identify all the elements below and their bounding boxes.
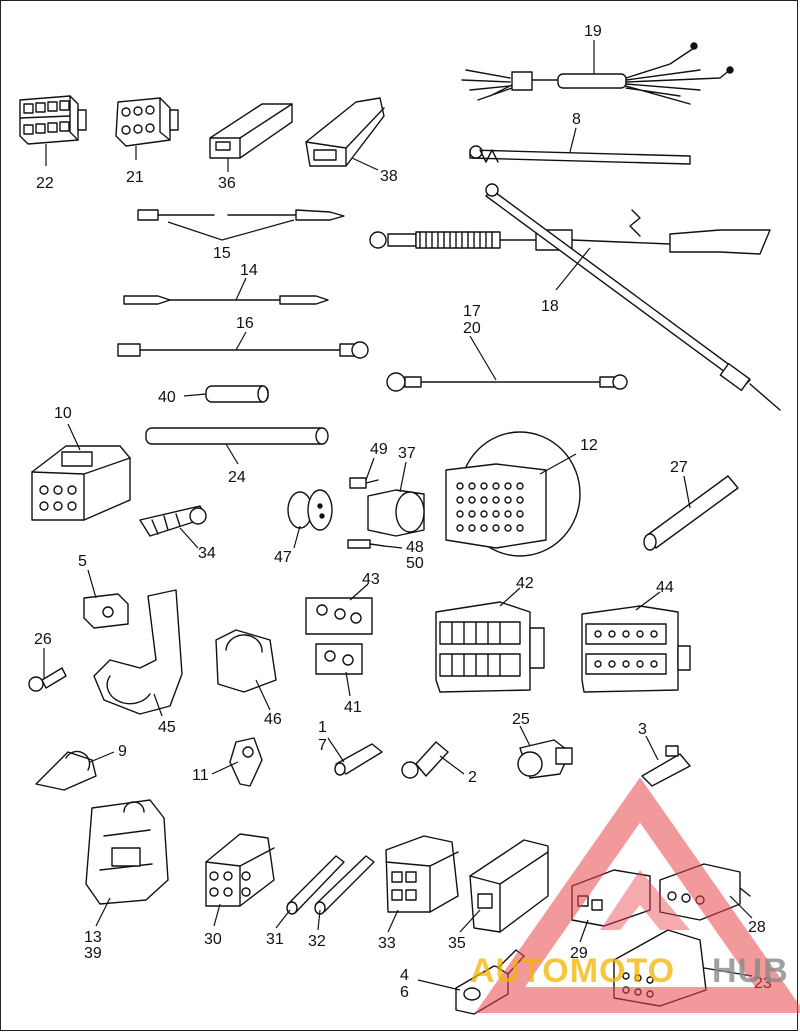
part-11-clip <box>229 737 263 787</box>
label-44: 44 <box>656 579 674 596</box>
label-41: 41 <box>344 699 362 716</box>
part-17-20-wire <box>386 372 628 392</box>
part-16-wire <box>117 341 369 359</box>
watermark-brand-right: HUB <box>712 952 789 990</box>
part-1-7-terminal <box>334 743 383 776</box>
label-7: 7 <box>318 737 327 754</box>
part-37-plug <box>367 489 425 537</box>
label-1: 1 <box>318 719 327 736</box>
part-36-housing <box>209 103 293 159</box>
watermark-triangle <box>475 777 800 1013</box>
part-38-housing <box>305 97 385 167</box>
part-34-terminal <box>139 505 207 537</box>
label-24: 24 <box>228 469 246 486</box>
label-25: 25 <box>512 711 530 728</box>
label-36: 36 <box>218 175 236 192</box>
leader-lines <box>43 40 753 991</box>
label-20: 20 <box>463 320 481 337</box>
part-30-connector <box>205 833 275 907</box>
part-40-sleeve <box>205 385 269 403</box>
part-47-terminal <box>287 489 333 531</box>
part-22-connector <box>19 95 87 145</box>
part-24-tube <box>145 427 329 445</box>
label-50: 50 <box>406 555 424 572</box>
part-41-plate <box>315 643 363 675</box>
part-49-terminal <box>349 477 379 489</box>
part-5-clamp <box>83 593 129 629</box>
label-6: 6 <box>400 984 409 1001</box>
label-9: 9 <box>118 743 127 760</box>
part-46-clip <box>215 629 277 693</box>
part-9-clip <box>35 750 97 791</box>
part-3-terminal <box>641 745 691 787</box>
label-14: 14 <box>240 262 258 279</box>
label-12: 12 <box>580 437 598 454</box>
label-38: 38 <box>380 168 398 185</box>
label-46: 46 <box>264 711 282 728</box>
label-35: 35 <box>448 935 466 952</box>
part-19-harness <box>461 42 734 105</box>
part-15-wire <box>137 209 345 221</box>
part-45-boot <box>93 589 183 715</box>
part-43-plate <box>305 597 373 635</box>
label-10: 10 <box>54 405 72 422</box>
label-19: 19 <box>584 23 602 40</box>
part-33-connector <box>385 835 459 913</box>
label-29: 29 <box>570 945 588 962</box>
label-16: 16 <box>236 315 254 332</box>
part-48-50-terminal <box>347 539 385 549</box>
part-32-terminal <box>314 855 375 915</box>
label-47: 47 <box>274 549 292 566</box>
part-25-elbow <box>517 739 573 779</box>
part-21-connector <box>115 97 179 147</box>
label-32: 32 <box>308 933 326 950</box>
part-13-39-bracket <box>85 799 169 905</box>
label-18: 18 <box>541 298 559 315</box>
label-5: 5 <box>78 553 87 570</box>
label-2: 2 <box>468 769 477 786</box>
label-37: 37 <box>398 445 416 462</box>
label-22: 22 <box>36 175 54 192</box>
label-21: 21 <box>126 169 144 186</box>
label-4: 4 <box>400 967 409 984</box>
part-2-ring-terminal <box>401 741 449 779</box>
watermark-mountain-icon <box>600 870 690 930</box>
label-8: 8 <box>572 111 581 128</box>
part-42-connector <box>435 601 545 693</box>
label-26: 26 <box>34 631 52 648</box>
label-40: 40 <box>158 389 176 406</box>
part-27-fuse <box>643 475 739 551</box>
part-labels: 22 21 36 38 19 8 15 14 18 16 17 20 40 10… <box>34 23 772 1001</box>
label-43: 43 <box>362 571 380 588</box>
label-31: 31 <box>266 931 284 948</box>
label-45: 45 <box>158 719 176 736</box>
label-42: 42 <box>516 575 534 592</box>
label-49: 49 <box>370 441 388 458</box>
label-15: 15 <box>213 245 231 262</box>
label-48: 48 <box>406 539 424 556</box>
watermark-brand-left: AUTOMOTO <box>470 952 675 990</box>
part-14-wire <box>123 295 329 305</box>
label-33: 33 <box>378 935 396 952</box>
label-17: 17 <box>463 303 481 320</box>
label-13: 13 <box>84 929 102 946</box>
label-3: 3 <box>638 721 647 738</box>
part-26-terminal <box>28 667 67 692</box>
label-39: 39 <box>84 945 102 962</box>
part-12-connector <box>445 431 581 557</box>
part-44-connector <box>581 605 691 693</box>
label-34: 34 <box>198 545 216 562</box>
label-28: 28 <box>748 919 766 936</box>
label-11: 11 <box>192 767 209 784</box>
label-27: 27 <box>670 459 688 476</box>
part-8-cable-tie <box>469 145 691 165</box>
part-18-ground-strap <box>369 183 781 411</box>
label-30: 30 <box>204 931 222 948</box>
part-35-socket <box>469 839 549 933</box>
watermark-logo: AUTOMOTO HUB <box>470 777 800 1013</box>
part-10-connector <box>31 445 131 521</box>
